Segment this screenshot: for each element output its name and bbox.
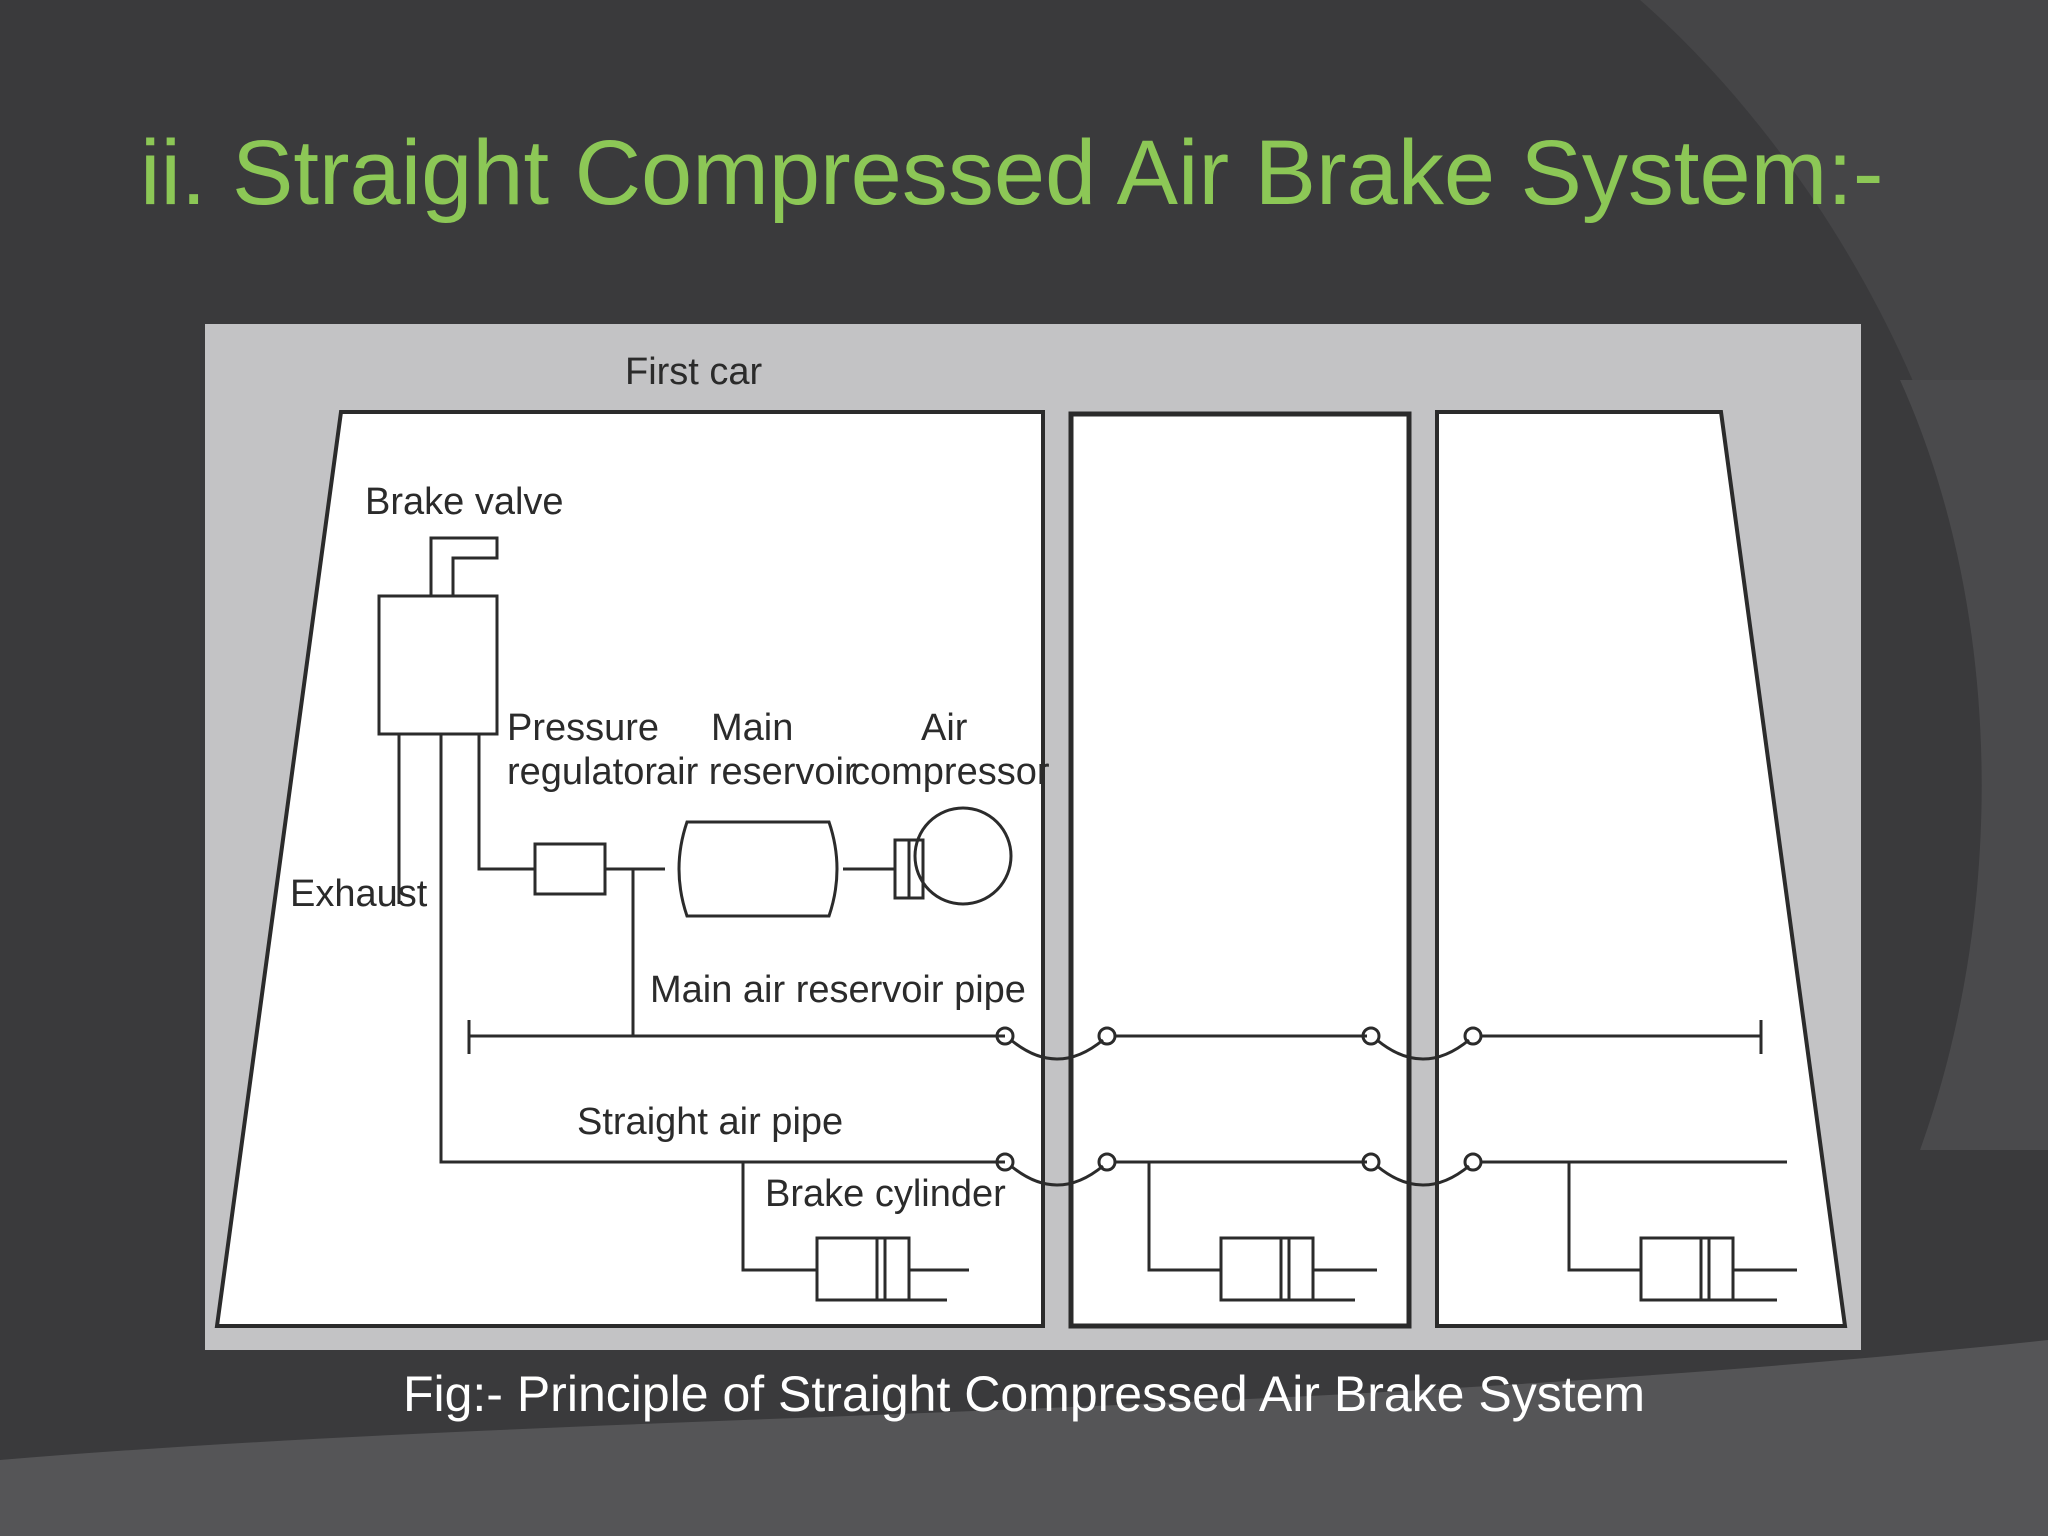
label-straight-air-pipe: Straight air pipe bbox=[577, 1101, 843, 1143]
label-air-reservoir: air reservoir bbox=[656, 751, 857, 793]
hose-coupling bbox=[1361, 1152, 1381, 1172]
main-air-reservoir bbox=[677, 820, 839, 918]
slide-title: ii. Straight Compressed Air Brake System… bbox=[140, 122, 1884, 224]
figure-caption: Fig:- Principle of Straight Compressed A… bbox=[402, 1366, 1646, 1422]
hose-connection bbox=[1376, 1164, 1470, 1187]
background-swoosh-right bbox=[1900, 380, 2048, 1150]
brake-cylinder-feed-car2 bbox=[1147, 1162, 1221, 1272]
hose-coupling bbox=[995, 1026, 1015, 1046]
brake-cylinder-feed-car3 bbox=[1567, 1162, 1641, 1272]
hose-coupling bbox=[995, 1152, 1015, 1172]
supply-line bbox=[477, 734, 535, 871]
label-first-car: First car bbox=[625, 351, 763, 393]
hose-connection bbox=[1376, 1038, 1470, 1061]
brake-cylinder-feed bbox=[741, 1162, 817, 1272]
brake-valve-handle bbox=[429, 536, 499, 596]
label-compressor: compressor bbox=[851, 751, 1050, 793]
label-brake-valve: Brake valve bbox=[365, 481, 564, 523]
straight-air-pipe bbox=[439, 734, 1005, 1164]
label-main-air-reservoir-pipe: Main air reservoir pipe bbox=[650, 969, 1026, 1011]
second-car-body bbox=[1068, 411, 1412, 1329]
hose-connection bbox=[1010, 1164, 1104, 1187]
hose-connection bbox=[1010, 1038, 1104, 1061]
third-car-body bbox=[1435, 410, 1848, 1328]
brake-system-diagram: First car Brake valve Pressure regulator… bbox=[205, 324, 1861, 1350]
label-regulator: regulator bbox=[507, 751, 657, 793]
hose-coupling bbox=[1361, 1026, 1381, 1046]
label-air: Air bbox=[921, 707, 968, 749]
air-compressor-icon bbox=[913, 806, 1013, 906]
background-swoosh-bottom bbox=[0, 1340, 2048, 1536]
label-exhaust: Exhaust bbox=[290, 873, 428, 915]
label-main: Main bbox=[711, 707, 793, 749]
label-brake-cylinder: Brake cylinder bbox=[765, 1173, 1006, 1215]
label-pressure: Pressure bbox=[507, 707, 659, 749]
brake-valve bbox=[377, 594, 499, 736]
